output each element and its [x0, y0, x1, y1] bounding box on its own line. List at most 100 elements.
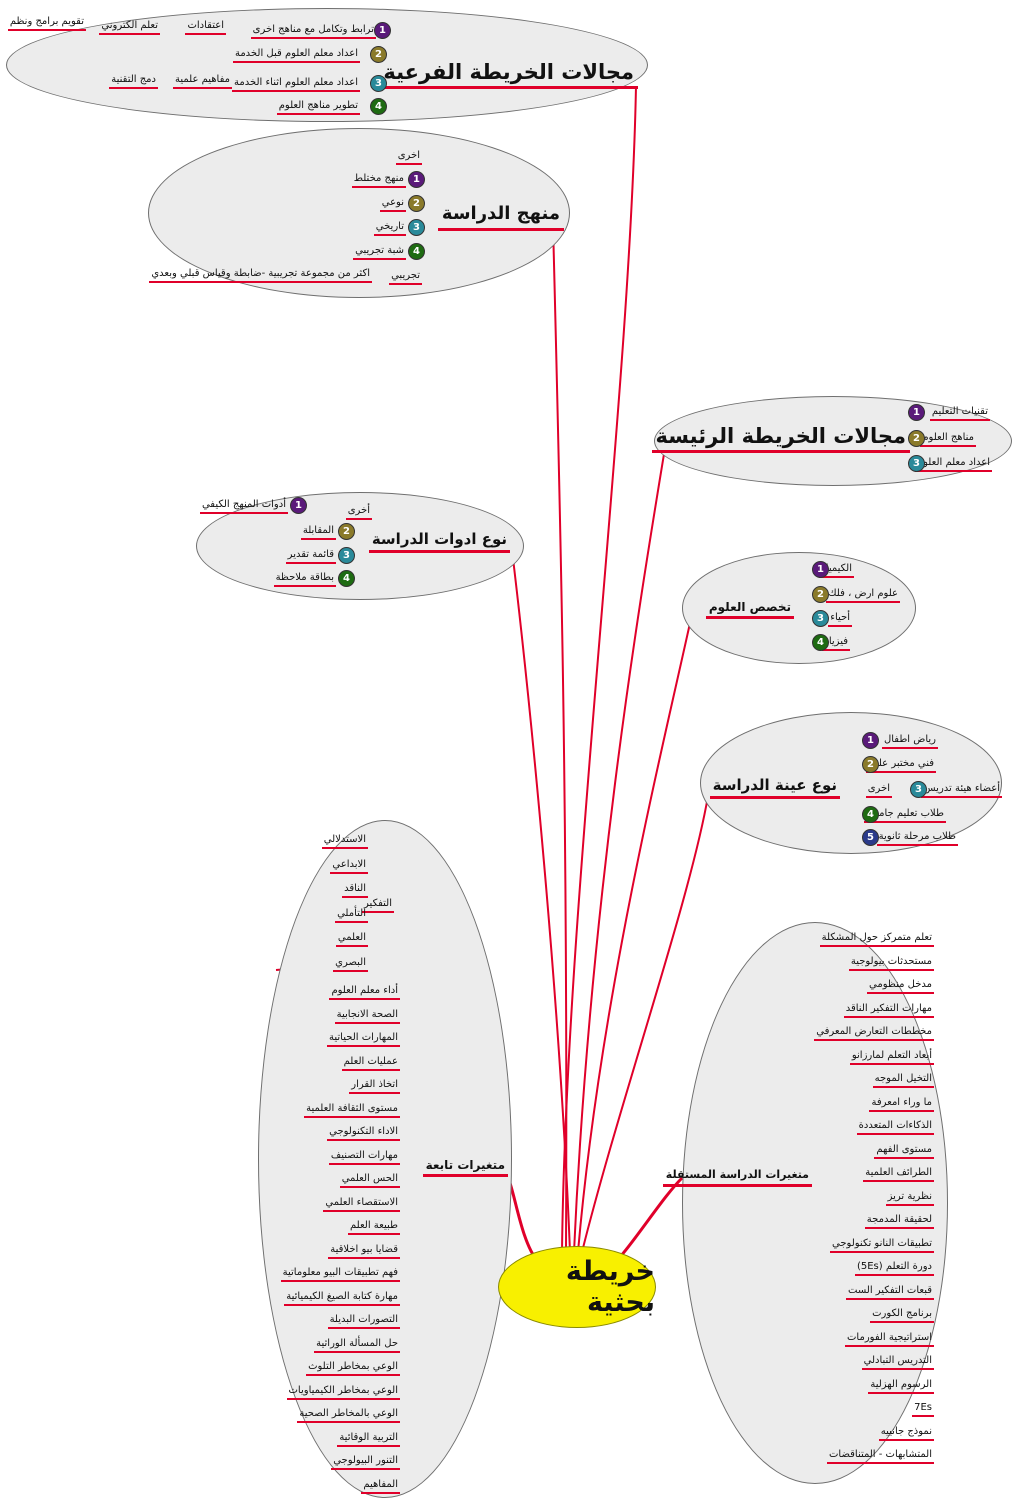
- independent-item[interactable]: مستوى الفهم: [874, 1144, 934, 1159]
- independent-item[interactable]: مدخل منظومي: [867, 979, 934, 994]
- sample-item[interactable]: رياض اطفال: [881, 734, 938, 749]
- sub-map-chain-item[interactable]: تعلم الكتروني: [99, 20, 160, 35]
- main-map-title[interactable]: مجالات الخريطة الرئيسة: [651, 424, 910, 453]
- science-title[interactable]: تخصص العلوم: [705, 600, 794, 619]
- sample-item[interactable]: فني مختبر علوم: [865, 758, 936, 773]
- dependent-item[interactable]: عمليات العلم: [341, 1056, 400, 1071]
- sub-map-item[interactable]: اعداد معلم العلوم اثناء الخدمة: [232, 77, 360, 92]
- independent-item[interactable]: التخيل الموجه: [872, 1073, 934, 1088]
- independent-item[interactable]: دورة التعلم (5Es): [854, 1261, 934, 1276]
- sample-item[interactable]: أعضاء هيئة تدريس: [921, 783, 1002, 798]
- dependent-item[interactable]: مهارات التصنيف: [328, 1150, 400, 1165]
- sub-map-chain-item[interactable]: تقويم برامج ونظم: [7, 16, 86, 31]
- independent-item[interactable]: استراتيجية الفورمات: [845, 1332, 934, 1347]
- number-badge: 2: [812, 586, 829, 603]
- cloud-sample: [700, 712, 1002, 854]
- independent-item[interactable]: الطرائف العلمية: [863, 1167, 934, 1182]
- method-item[interactable]: منهج مختلط: [351, 173, 406, 188]
- number-badge: 2: [338, 523, 355, 540]
- independent-item[interactable]: ما وراء امعرفة: [869, 1097, 934, 1112]
- thinking-item[interactable]: البصري: [333, 957, 368, 972]
- method-item[interactable]: تجريبي: [389, 270, 422, 285]
- independent-title[interactable]: متغيرات الدراسة المستقلة: [662, 1168, 812, 1187]
- method-title[interactable]: منهج الدراسة: [437, 202, 564, 231]
- dependent-item[interactable]: حل المسألة الوراثية: [314, 1338, 400, 1353]
- independent-item[interactable]: 7Es: [912, 1402, 934, 1417]
- independent-item[interactable]: الرسوم الهزلية: [868, 1379, 934, 1394]
- method-item[interactable]: نوعي: [379, 197, 406, 212]
- independent-item[interactable]: تعلم متمركز حول المشكلة: [819, 932, 934, 947]
- dependent-item[interactable]: طبيعة العلم: [348, 1220, 400, 1235]
- science-item[interactable]: الكيمياء: [819, 563, 854, 578]
- sub-map-chain-item[interactable]: مفاهيم علمية: [172, 74, 232, 89]
- thinking-item[interactable]: الابداعي: [330, 859, 368, 874]
- tools-item[interactable]: أخرى: [345, 505, 372, 520]
- tools-title[interactable]: نوع ادوات الدراسة: [368, 530, 510, 553]
- sample-item[interactable]: طلاب مرحلة ثانوية: [876, 831, 958, 846]
- dependent-item[interactable]: التصورات البديلة: [327, 1314, 400, 1329]
- dependent-item[interactable]: التنور البيولوجي: [331, 1455, 400, 1470]
- dependent-title[interactable]: متغيرات تابعة: [422, 1158, 508, 1177]
- sub-map-item[interactable]: تطوير مناهج العلوم: [276, 100, 360, 115]
- thinking-item[interactable]: الناقد: [342, 883, 368, 899]
- dependent-item[interactable]: مستوى الثقافة العلمية: [304, 1103, 400, 1118]
- thinking-item[interactable]: التأملي: [335, 908, 368, 923]
- thinking-item[interactable]: الاستدلالي: [321, 834, 368, 849]
- independent-item[interactable]: برنامج الكورت: [870, 1308, 934, 1323]
- dependent-item[interactable]: قضايا بيو اخلاقية: [328, 1244, 400, 1259]
- dependent-item[interactable]: التربية الوقائية: [337, 1432, 400, 1447]
- tools-item[interactable]: المقابلة: [300, 525, 336, 540]
- independent-item[interactable]: المتشابهات - المتناقضات: [826, 1449, 934, 1464]
- dependent-item[interactable]: المهارات الحياتية: [327, 1032, 400, 1047]
- sub-map-chain-item[interactable]: دمج التقنية: [109, 74, 158, 89]
- dependent-item[interactable]: الصحة الانجابية: [334, 1009, 400, 1024]
- independent-item[interactable]: الذكاءات المتعددة: [856, 1120, 934, 1135]
- independent-item[interactable]: مخططات التعارض المعرفي: [814, 1026, 934, 1041]
- dependent-item[interactable]: الوعي بمخاطر الكيمياويات: [286, 1385, 400, 1400]
- method-item[interactable]: اخرى: [395, 150, 422, 165]
- science-item[interactable]: فيزياء: [822, 636, 850, 651]
- independent-item[interactable]: تطبيقات النانو تكنولوجي: [830, 1238, 934, 1253]
- independent-item[interactable]: مستحدثات بيولوجية: [848, 956, 934, 971]
- sub-map-chain-item[interactable]: اعتقادات: [185, 20, 226, 35]
- dependent-item[interactable]: الحس العلمي: [339, 1173, 400, 1188]
- dependent-item[interactable]: مهارة كتابة الصيغ الكيميائية: [284, 1291, 400, 1306]
- tools-item[interactable]: قائمة تقدير: [285, 549, 336, 564]
- independent-item[interactable]: لحقيقة المدمجة: [864, 1214, 934, 1229]
- dependent-item[interactable]: فهم تطبيقات البيو معلوماتية: [280, 1267, 400, 1282]
- central-topic[interactable]: خريطة بحثية: [498, 1246, 656, 1328]
- sample-item[interactable]: اخرى: [865, 783, 892, 798]
- tools-item[interactable]: أدوات المنهج الكيفي: [199, 499, 288, 514]
- sample-item[interactable]: طلاب تعليم جامعي: [863, 808, 946, 823]
- sub-map-item[interactable]: اعداد معلم العلوم قبل الخدمة: [232, 48, 360, 63]
- main-map-item[interactable]: اعداد معلم العلوم: [914, 457, 992, 472]
- independent-item[interactable]: نموذج جانييه: [878, 1426, 934, 1441]
- method-sub-item[interactable]: اكثر من مجموعة تجريبية -ضابطة وقياس قبلي…: [149, 268, 372, 283]
- independent-item[interactable]: قبعات التفكير الست: [846, 1285, 934, 1300]
- sub-map-title[interactable]: مجالات الخريطة الفرعية: [379, 60, 638, 89]
- independent-item[interactable]: نظرية تريز: [885, 1191, 934, 1206]
- dependent-item[interactable]: المفاهيم: [361, 1479, 400, 1494]
- dependent-item[interactable]: أداء معلم العلوم: [329, 985, 400, 1000]
- dependent-item[interactable]: الوعي بالمخاطر الصحية: [297, 1408, 400, 1423]
- tools-item[interactable]: بطاقة ملاحظة: [273, 572, 336, 587]
- method-item[interactable]: شبة تجريبي: [353, 245, 406, 260]
- independent-item[interactable]: التدريس التبادلي: [861, 1355, 934, 1370]
- dependent-item[interactable]: الاداء التكنولوجي: [327, 1126, 400, 1141]
- science-item[interactable]: علوم ارض ، فلك: [826, 588, 900, 603]
- main-map-item[interactable]: تقنيات التعليم: [929, 406, 990, 421]
- thinking-branch[interactable]: التفكير: [362, 898, 394, 913]
- thinking-item[interactable]: العلمي: [335, 932, 368, 948]
- independent-item[interactable]: أبعاد التعلم لمارزانو: [849, 1050, 934, 1065]
- sample-title[interactable]: نوع عينة الدراسة: [709, 776, 840, 799]
- main-map-item[interactable]: مناهج العلوم: [920, 432, 976, 447]
- number-badge: 4: [408, 243, 425, 260]
- sub-map-item[interactable]: ترابط وتكامل مع مناهج اخرى: [250, 24, 376, 39]
- independent-item[interactable]: مهارات التفكير الناقد: [843, 1003, 934, 1018]
- method-item[interactable]: تاريخي: [373, 221, 406, 236]
- dependent-item[interactable]: الوعي بمخاطر التلوث: [306, 1361, 400, 1376]
- dependent-item[interactable]: الاستقصاء العلمي: [323, 1197, 400, 1212]
- number-badge: 1: [812, 561, 829, 578]
- dependent-item[interactable]: اتخاذ القرار: [349, 1079, 400, 1094]
- science-item[interactable]: أحياء: [828, 612, 852, 627]
